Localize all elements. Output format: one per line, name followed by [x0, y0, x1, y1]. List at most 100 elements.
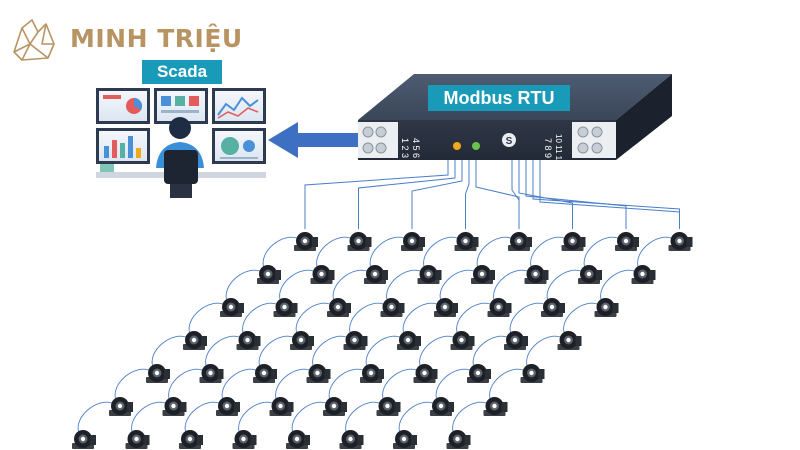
- chain-cable: [131, 401, 168, 434]
- current-sensor-icon: [508, 232, 532, 251]
- current-sensor-icon: [393, 430, 417, 449]
- chain-cable: [419, 335, 456, 368]
- current-sensor-icon: [236, 331, 261, 350]
- chain-cable: [275, 368, 312, 401]
- chain-cable: [583, 236, 621, 269]
- chain-cable: [509, 302, 547, 335]
- current-sensor-icon: [286, 430, 310, 449]
- bus-cable: [475, 160, 520, 229]
- chain-cable: [345, 401, 382, 434]
- bus-cable: [304, 160, 449, 229]
- svg-text:S: S: [506, 136, 513, 147]
- chain-cable: [279, 269, 316, 302]
- chain-cable: [476, 236, 514, 269]
- current-sensor-icon: [417, 265, 442, 284]
- scada-label: Scada: [142, 60, 222, 84]
- status-led-amber: [453, 142, 461, 150]
- current-sensor-icon: [360, 364, 384, 383]
- operator-icon: [156, 117, 204, 198]
- current-sensor-icon: [487, 298, 512, 317]
- sensor-grid: [72, 232, 693, 449]
- current-sensor-icon: [339, 430, 364, 449]
- right-port-numbers-2: 10 11 12: [554, 134, 563, 165]
- left-port-numbers-1: 1 2 3: [400, 138, 410, 158]
- chain-cable: [295, 302, 333, 335]
- left-terminal-block: [358, 122, 398, 158]
- chain-cable: [386, 269, 423, 302]
- current-sensor-icon: [306, 364, 331, 383]
- current-sensor-icon: [253, 364, 277, 383]
- chain-cable: [489, 368, 526, 401]
- current-sensor-icon: [401, 232, 425, 251]
- current-sensor-icon: [269, 397, 294, 416]
- right-port-numbers-1: 7 8 9: [543, 138, 553, 158]
- chain-cable: [369, 236, 407, 269]
- scada-monitor-wall: [96, 88, 266, 164]
- chain-cable: [402, 302, 440, 335]
- current-sensor-icon: [520, 364, 545, 383]
- current-sensor-icon: [557, 331, 582, 350]
- current-sensor-icon: [471, 265, 495, 284]
- chain-cable: [546, 269, 584, 302]
- bus-cable: [539, 160, 680, 229]
- chain-cable: [221, 368, 259, 401]
- chain-cable: [452, 401, 489, 434]
- current-sensor-icon: [397, 331, 421, 350]
- chain-cable: [205, 335, 242, 368]
- bus-cables: [304, 160, 680, 229]
- chain-cable: [439, 269, 477, 302]
- chain-cable: [456, 302, 493, 335]
- current-sensor-icon: [216, 397, 240, 416]
- chain-cable: [312, 335, 349, 368]
- chain-cable: [328, 368, 366, 401]
- current-sensor-icon: [467, 364, 491, 383]
- current-sensor-icon: [380, 298, 405, 317]
- current-sensor-icon: [434, 298, 458, 317]
- bus-cable: [358, 160, 456, 229]
- sensor-chain-cables: [77, 236, 674, 434]
- chain-cable: [77, 401, 115, 434]
- current-sensor-icon: [162, 397, 187, 416]
- chain-cable: [184, 401, 222, 434]
- current-sensor-icon: [541, 298, 565, 317]
- current-sensor-icon: [220, 298, 244, 317]
- current-sensor-icon: [376, 397, 401, 416]
- current-sensor-icon: [615, 232, 639, 251]
- current-sensor-icon: [183, 331, 207, 350]
- left-port-numbers-2: 4 5 6: [411, 138, 421, 158]
- chain-cable: [258, 335, 296, 368]
- chain-cable: [168, 368, 205, 401]
- current-sensor-icon: [179, 430, 203, 449]
- current-sensor-icon: [594, 298, 619, 317]
- chain-cable: [316, 236, 353, 269]
- chain-cable: [262, 236, 300, 269]
- chain-cable: [238, 401, 275, 434]
- bus-cable: [532, 160, 680, 229]
- current-sensor-icon: [413, 364, 438, 383]
- chain-cable: [291, 401, 329, 434]
- current-sensor-icon: [524, 265, 549, 284]
- current-sensor-icon: [310, 265, 335, 284]
- current-sensor-icon: [430, 397, 454, 416]
- chain-cable: [382, 368, 419, 401]
- chain-cable: [435, 368, 473, 401]
- current-sensor-icon: [125, 430, 150, 449]
- current-sensor-icon: [364, 265, 388, 284]
- modbus-rtu-label: Modbus RTU: [428, 85, 570, 111]
- chain-cable: [332, 269, 370, 302]
- bus-cable: [518, 160, 573, 229]
- current-sensor-icon: [146, 364, 170, 383]
- chain-cable: [637, 236, 674, 269]
- chain-cable: [114, 368, 152, 401]
- chain-cable: [600, 269, 637, 302]
- chain-cable: [349, 302, 386, 335]
- current-sensor-icon: [290, 331, 314, 350]
- chain-cable: [242, 302, 279, 335]
- current-sensor-icon: [273, 298, 298, 317]
- chain-cable: [188, 302, 226, 335]
- scada-workstation: [96, 88, 266, 198]
- chain-cable: [365, 335, 403, 368]
- current-sensor-icon: [343, 331, 368, 350]
